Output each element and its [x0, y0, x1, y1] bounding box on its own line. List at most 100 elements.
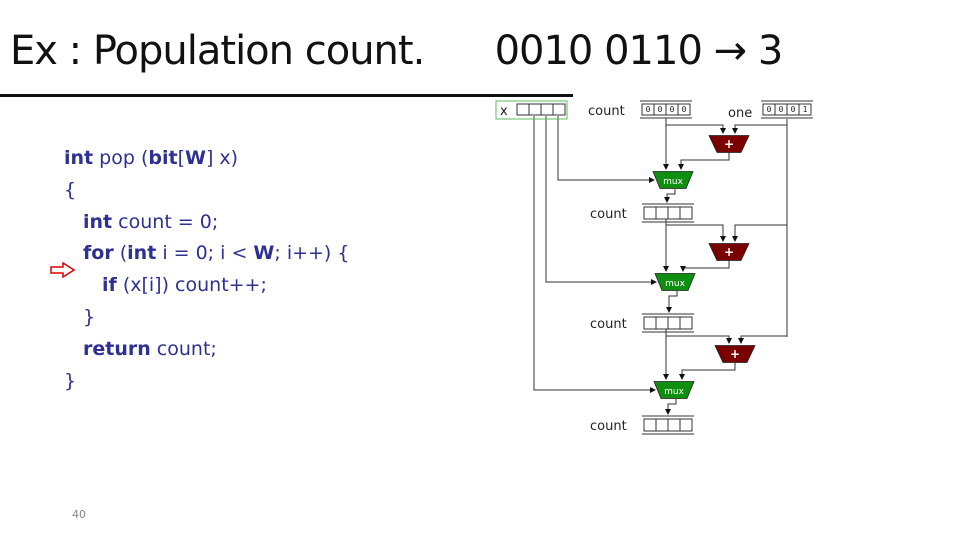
register-bit-value: 0 — [646, 105, 651, 114]
register-bit-cell — [679, 316, 693, 330]
wire — [732, 124, 787, 134]
x-bit-cell — [516, 103, 530, 116]
code-keyword: int — [127, 242, 157, 265]
current-line-arrow-icon — [50, 262, 76, 278]
register-bit-value: 0 — [682, 105, 687, 114]
wire — [680, 260, 730, 272]
page-number: 40 — [72, 508, 86, 521]
code-line: if (x[i]) count++; — [64, 270, 349, 302]
wire — [545, 116, 657, 285]
count-register-label: count — [590, 419, 627, 434]
title-underline — [0, 94, 573, 97]
mux-shape — [653, 381, 695, 399]
mux: mux — [654, 273, 696, 291]
adder: + — [714, 345, 756, 363]
mux-label: mux — [664, 387, 684, 397]
register-bit-cell — [667, 206, 681, 220]
mux-shape — [652, 171, 694, 189]
register-bit-cell — [643, 418, 657, 432]
register-bit-value: 0 — [791, 105, 796, 114]
code-text: ( — [113, 242, 128, 265]
mux-shape — [654, 273, 696, 291]
register-bit-value: 0 — [779, 105, 784, 114]
wire — [664, 189, 676, 203]
register-bit-cell — [667, 316, 681, 330]
register-bit-value: 0 — [658, 105, 663, 114]
count-register-label: count — [590, 207, 627, 222]
count-register — [642, 313, 694, 333]
code-text: count = 0; — [112, 210, 219, 233]
x-register-frame — [495, 100, 568, 120]
code-text: count; — [150, 337, 217, 360]
adder-shape — [714, 345, 756, 363]
mux-label: mux — [665, 279, 685, 289]
slide-title: Ex : Population count. 0010 0110 → 3 — [10, 28, 783, 74]
count-register-label: count — [590, 317, 627, 332]
wire — [666, 124, 726, 134]
wire — [665, 399, 677, 415]
register-bit-cell — [643, 206, 657, 220]
code-line: } — [64, 366, 349, 398]
code-keyword: if — [102, 274, 117, 297]
code-keyword: int — [64, 147, 94, 169]
count-register — [642, 203, 694, 223]
register-bit-value: 0 — [767, 105, 772, 114]
adder: + — [708, 135, 750, 153]
code-keyword: W — [253, 242, 275, 265]
code-line: } — [64, 302, 349, 334]
code-text: } — [83, 305, 96, 328]
code-text: [ — [177, 147, 185, 169]
code-text: pop ( — [93, 147, 149, 169]
register-bit-cell — [667, 418, 681, 432]
code-text: } — [64, 369, 77, 392]
code-text: { — [64, 178, 77, 201]
x-register-label: x — [500, 104, 508, 119]
code-text: ; i++) { — [274, 242, 350, 265]
wire — [666, 335, 732, 344]
adder-label: + — [724, 137, 734, 151]
register-bit-value: 1 — [803, 105, 808, 114]
register-bit-cell — [798, 103, 812, 116]
wire — [678, 152, 730, 170]
wire — [557, 116, 655, 183]
code-text: ] x) — [205, 147, 239, 169]
code-block: int pop (bit[W] x){int count = 0;for (in… — [64, 143, 349, 397]
register-bit-cell — [643, 316, 657, 330]
x-bit-cell — [540, 103, 554, 116]
code-line: for (int i = 0; i < W; i++) { — [64, 238, 349, 270]
wire — [666, 224, 726, 242]
register-bit-cell — [655, 418, 669, 432]
x-bit-cell — [528, 103, 542, 116]
code-keyword: int — [83, 210, 113, 233]
wire — [738, 335, 787, 344]
wire — [732, 224, 787, 242]
code-keyword: W — [185, 147, 206, 169]
code-line: int pop (bit[W] x) — [64, 143, 349, 175]
count-register — [642, 415, 694, 435]
wire — [533, 116, 656, 393]
adder-label: + — [730, 347, 740, 361]
code-line: return count; — [64, 334, 349, 366]
register-bit-cell — [655, 316, 669, 330]
wire — [666, 291, 678, 313]
register-bit-cell — [677, 103, 691, 116]
adder-label: + — [724, 245, 734, 259]
code-text: (x[i]) count++; — [116, 274, 267, 297]
adder-shape — [708, 135, 750, 153]
mux: mux — [652, 171, 694, 189]
code-text: i = 0; i < — [156, 242, 254, 265]
register-bit-value: 0 — [670, 105, 675, 114]
x-bit-cell — [552, 103, 566, 116]
code-line: { — [64, 175, 349, 207]
mux: mux — [653, 381, 695, 399]
register-bit-cell — [679, 206, 693, 220]
adder: + — [708, 243, 750, 261]
register-bit-cell — [655, 206, 669, 220]
code-keyword: bit — [148, 147, 178, 169]
code-keyword: for — [83, 242, 114, 265]
code-keyword: return — [83, 337, 151, 360]
wire — [679, 362, 736, 380]
